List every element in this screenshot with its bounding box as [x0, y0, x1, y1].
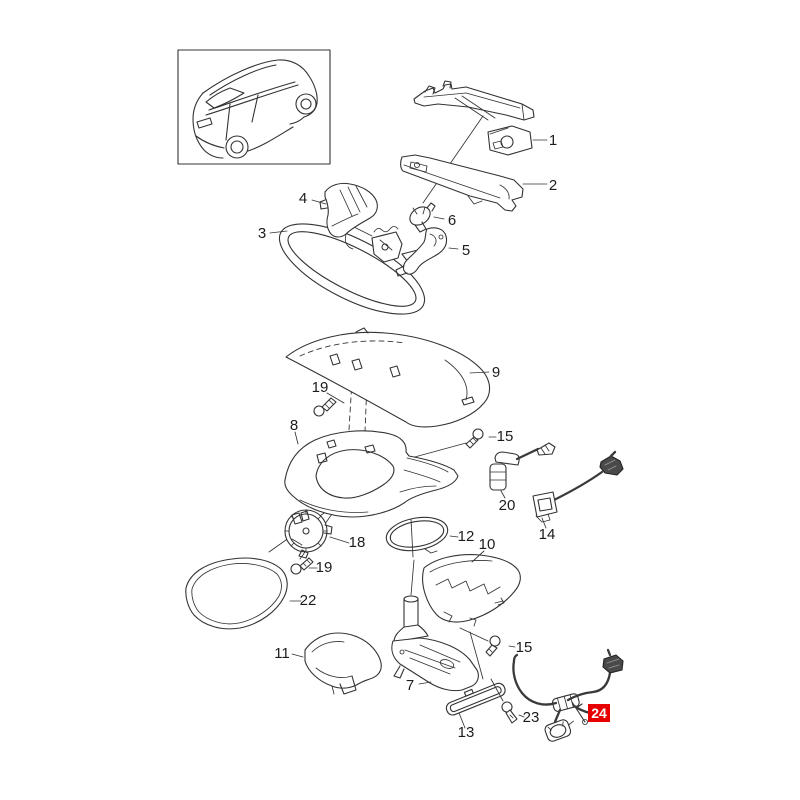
part-label-19a: 19: [312, 379, 329, 396]
leader-lines: [269, 139, 548, 729]
highlight-box: [588, 704, 610, 722]
part-label-10: 10: [479, 536, 496, 553]
car-box-frame: [177, 49, 331, 165]
part-label-20: 20: [499, 497, 516, 514]
part-12-notch: [424, 548, 438, 554]
part-label-3: 3: [258, 225, 266, 242]
part-label-15b: 15: [516, 639, 533, 656]
highlighted-part-label-24: 24: [588, 704, 610, 722]
part-12-gasket-drawing: [385, 516, 449, 552]
part-6-bulb-drawing: [409, 202, 436, 233]
part-label-6: 6: [448, 212, 456, 229]
part-label-8: 8: [290, 417, 298, 434]
car-thumbnail: [177, 49, 331, 165]
part-23-screw-drawing: [501, 701, 518, 724]
part-1-bracket-drawing: [413, 80, 535, 156]
part-20-sensor-drawing: [489, 442, 556, 491]
part-15b-screw-drawing: [485, 635, 501, 657]
part-11-trim-drawing: [304, 632, 382, 695]
part-label-9: 9: [492, 364, 500, 381]
car-line-art: [192, 59, 318, 159]
part-number-labels: 1 2 3 4 5 6 9 19 8 15 20 14 18 12 10 19 …: [258, 132, 610, 741]
part-label-13: 13: [458, 724, 475, 741]
part-15a-screw-drawing: [465, 428, 484, 449]
part-7-base-arm-drawing: [391, 595, 479, 692]
part-22-mirror-glass-drawing: [185, 557, 288, 630]
part-19a-screw-drawing: [313, 397, 337, 417]
part-label-7: 7: [406, 677, 414, 694]
part-4-housing-drawing: [319, 182, 378, 250]
part-5-bracket-drawing: [395, 227, 448, 277]
part-2-cover-drawing: [400, 154, 524, 212]
part-10-lower-cover-drawing: [422, 554, 521, 627]
part-label-15a: 15: [497, 428, 514, 445]
part-14-camera-drawing: [532, 450, 624, 523]
part-8-housing-frame-drawing: [284, 430, 459, 518]
part-label-12: 12: [458, 528, 475, 545]
part-label-22: 22: [300, 592, 317, 609]
part-label-24: 24: [591, 705, 607, 721]
front-wheel: [295, 93, 317, 115]
part-label-11: 11: [274, 645, 290, 662]
part-3-interior-mirror-drawing: [278, 223, 426, 315]
part-19b-screw-drawing: [290, 557, 314, 575]
part-label-4: 4: [299, 190, 307, 207]
part-13-gasket-plate-drawing: [445, 682, 506, 716]
rear-wheel: [225, 135, 249, 159]
part-label-18: 18: [349, 534, 366, 551]
part-label-19b: 19: [316, 559, 333, 576]
part-label-5: 5: [462, 242, 470, 259]
part-18-actuator-drawing: [284, 509, 333, 559]
part-label-2: 2: [549, 177, 557, 194]
part-label-1: 1: [549, 132, 557, 149]
part-24-harness-drawing: [512, 648, 624, 742]
part-label-14: 14: [539, 526, 556, 543]
part-9-cap-drawing: [285, 327, 491, 428]
part-label-23: 23: [523, 709, 540, 726]
